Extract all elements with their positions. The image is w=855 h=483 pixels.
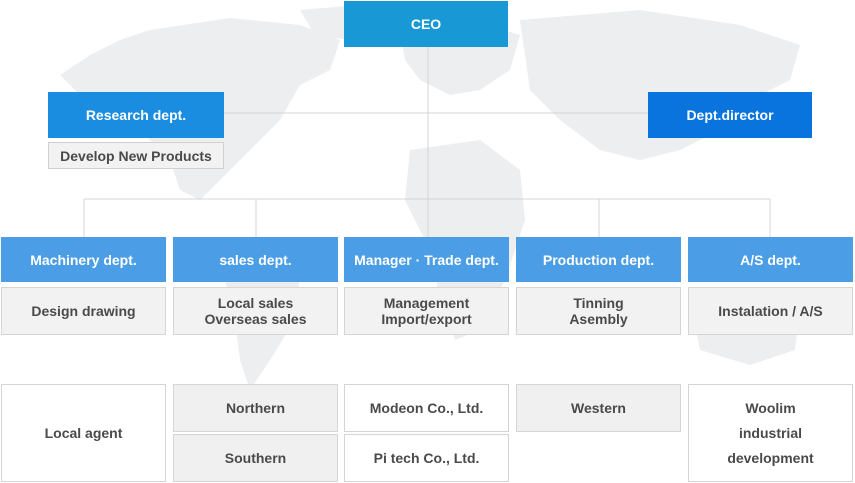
asia-shape — [520, 10, 800, 160]
subunit-label: Western — [571, 399, 626, 416]
subunit-line: Woolim — [745, 399, 796, 416]
task-line: Import/export — [381, 311, 472, 327]
subunit-label: Modeon Co., Ltd. — [369, 399, 484, 416]
subunit-label: Pi tech Co., Ltd. — [373, 449, 480, 466]
dept-task-machinery: Design drawing — [1, 287, 166, 335]
dept-header-sales: sales dept. — [173, 237, 338, 282]
task-line: Management — [383, 295, 470, 311]
subunit-southern: Southern — [173, 434, 338, 482]
research-dept-label: Research dept. — [85, 107, 187, 123]
subunit-woolim: Woolim industrial development — [688, 384, 853, 482]
subunit-pitech: Pi tech Co., Ltd. — [344, 434, 509, 482]
task-line: Asembly — [569, 311, 628, 327]
dept-task-manager-trade: Management Import/export — [344, 287, 509, 335]
research-dept-box: Research dept. — [48, 92, 224, 138]
task-line: Overseas sales — [204, 311, 307, 327]
ceo-box: CEO — [344, 1, 508, 47]
dept-director-box: Dept.director — [648, 92, 812, 138]
subunit-northern: Northern — [173, 384, 338, 432]
task-line: Tinning — [573, 295, 624, 311]
ceo-label: CEO — [410, 16, 442, 32]
subunit-line: industrial — [738, 424, 802, 441]
dept-task-as: Instalation / A/S — [688, 287, 853, 335]
dept-title: A/S dept. — [740, 251, 801, 268]
subunit-label: Northern — [225, 399, 286, 416]
research-task-box: Develop New Products — [48, 142, 224, 169]
subunit-western: Western — [516, 384, 681, 432]
dept-director-label: Dept.director — [686, 107, 774, 123]
task-line: Instalation / A/S — [718, 303, 823, 319]
dept-header-production: Production dept. — [516, 237, 681, 282]
dept-title: sales dept. — [219, 251, 292, 268]
dept-title: Machinery dept. — [30, 251, 137, 268]
dept-header-machinery: Machinery dept. — [1, 237, 166, 282]
research-task-label: Develop New Products — [60, 147, 212, 164]
dept-title: Production dept. — [542, 251, 655, 268]
task-line: Local sales — [217, 295, 294, 311]
dept-header-manager-trade: Manager · Trade dept. — [344, 237, 509, 282]
subunit-label: Southern — [224, 449, 287, 466]
task-line: Design drawing — [31, 303, 136, 319]
subunit-line: development — [727, 449, 814, 466]
dept-header-as: A/S dept. — [688, 237, 853, 282]
subunit-local-agent: Local agent — [1, 384, 166, 482]
dept-task-sales: Local sales Overseas sales — [173, 287, 338, 335]
subunit-modeon: Modeon Co., Ltd. — [344, 384, 509, 432]
dept-title: Manager · Trade dept. — [354, 251, 499, 268]
subunit-label: Local agent — [44, 424, 123, 441]
dept-task-production: Tinning Asembly — [516, 287, 681, 335]
